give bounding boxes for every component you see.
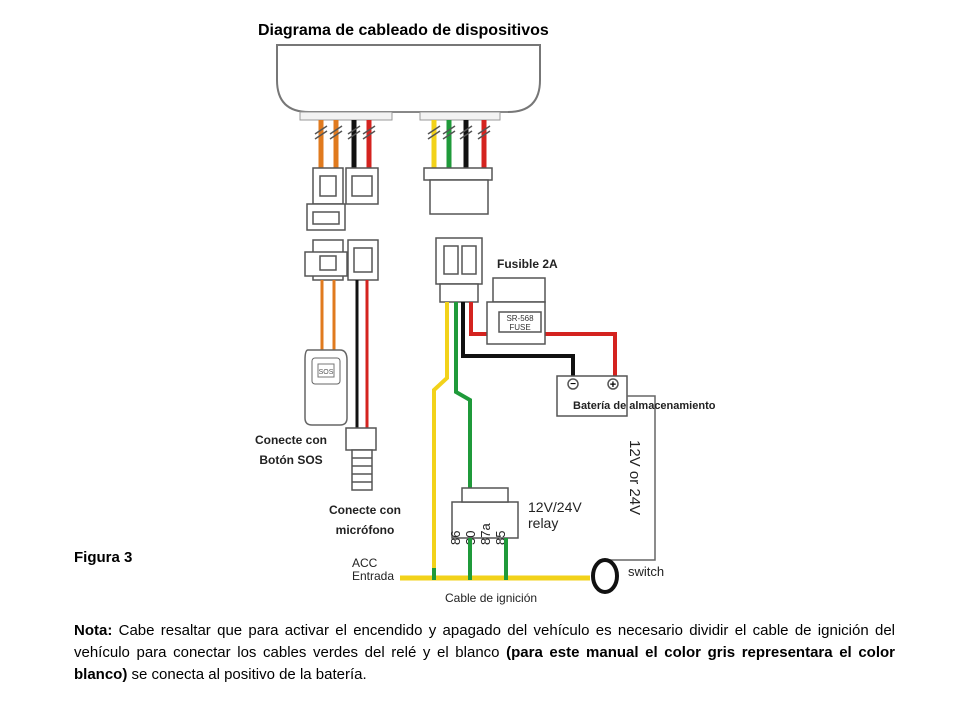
relay-text-1: 12V/24V (528, 499, 582, 515)
mic-plug (345, 427, 377, 491)
ignition-cable-text: Cable de ignición (445, 591, 537, 605)
battery-plus: + (610, 379, 616, 391)
relay-pin-86: 86 (448, 531, 463, 545)
wire-green (454, 302, 472, 530)
right-cable-bundle (427, 120, 491, 168)
supply-loop (600, 395, 656, 561)
wire-yellow (432, 302, 449, 578)
note-paragraph: Nota: Cabe resaltar que para activar el … (74, 620, 895, 686)
svg-text:SOS: SOS (319, 369, 334, 376)
fuse-text-1: SR-568 (506, 314, 534, 323)
fuse-label: Fusible 2A (497, 257, 558, 271)
wire-black (461, 302, 575, 378)
note-lead: Nota: (74, 622, 113, 639)
relay-pin-30: 30 (463, 531, 478, 545)
note-text-2: se conecta al positivo de la batería. (127, 666, 367, 683)
switch-text: switch (628, 564, 664, 579)
acc-text-2: Entrada (352, 569, 394, 583)
diagram-title: Diagrama de cableado de dispositivos (258, 22, 549, 39)
figure-label: Figura 3 (74, 549, 133, 566)
battery (556, 375, 628, 417)
mic-connector (345, 167, 379, 281)
wire-red-to-fuse (469, 302, 488, 336)
relay-text-2: relay (528, 515, 558, 531)
relay (451, 487, 519, 539)
note-text-1: Cabe resaltar que para activar el encend… (74, 622, 895, 661)
device-housing (276, 44, 541, 113)
note-bold: (para este manual el color gris represen… (74, 644, 895, 683)
relay-pin-87a: 87a (478, 523, 493, 545)
acc-text-1: ACC (352, 556, 378, 570)
right-port (419, 111, 501, 121)
fuse-text-2: FUSE (509, 323, 530, 332)
sos-connector (304, 167, 348, 281)
supply-voltage-text: 12V or 24V (626, 440, 643, 515)
power-connector (423, 167, 493, 303)
wire-red-to-battery (540, 332, 617, 378)
left-port (299, 111, 393, 121)
switch-icon (591, 558, 619, 594)
battery-minus: − (570, 379, 576, 390)
fuse-holder (486, 277, 546, 345)
battery-label: Batería de almacenamiento (573, 400, 716, 412)
left-cable-bundle (314, 120, 376, 168)
sos-button: SOS (304, 349, 348, 426)
